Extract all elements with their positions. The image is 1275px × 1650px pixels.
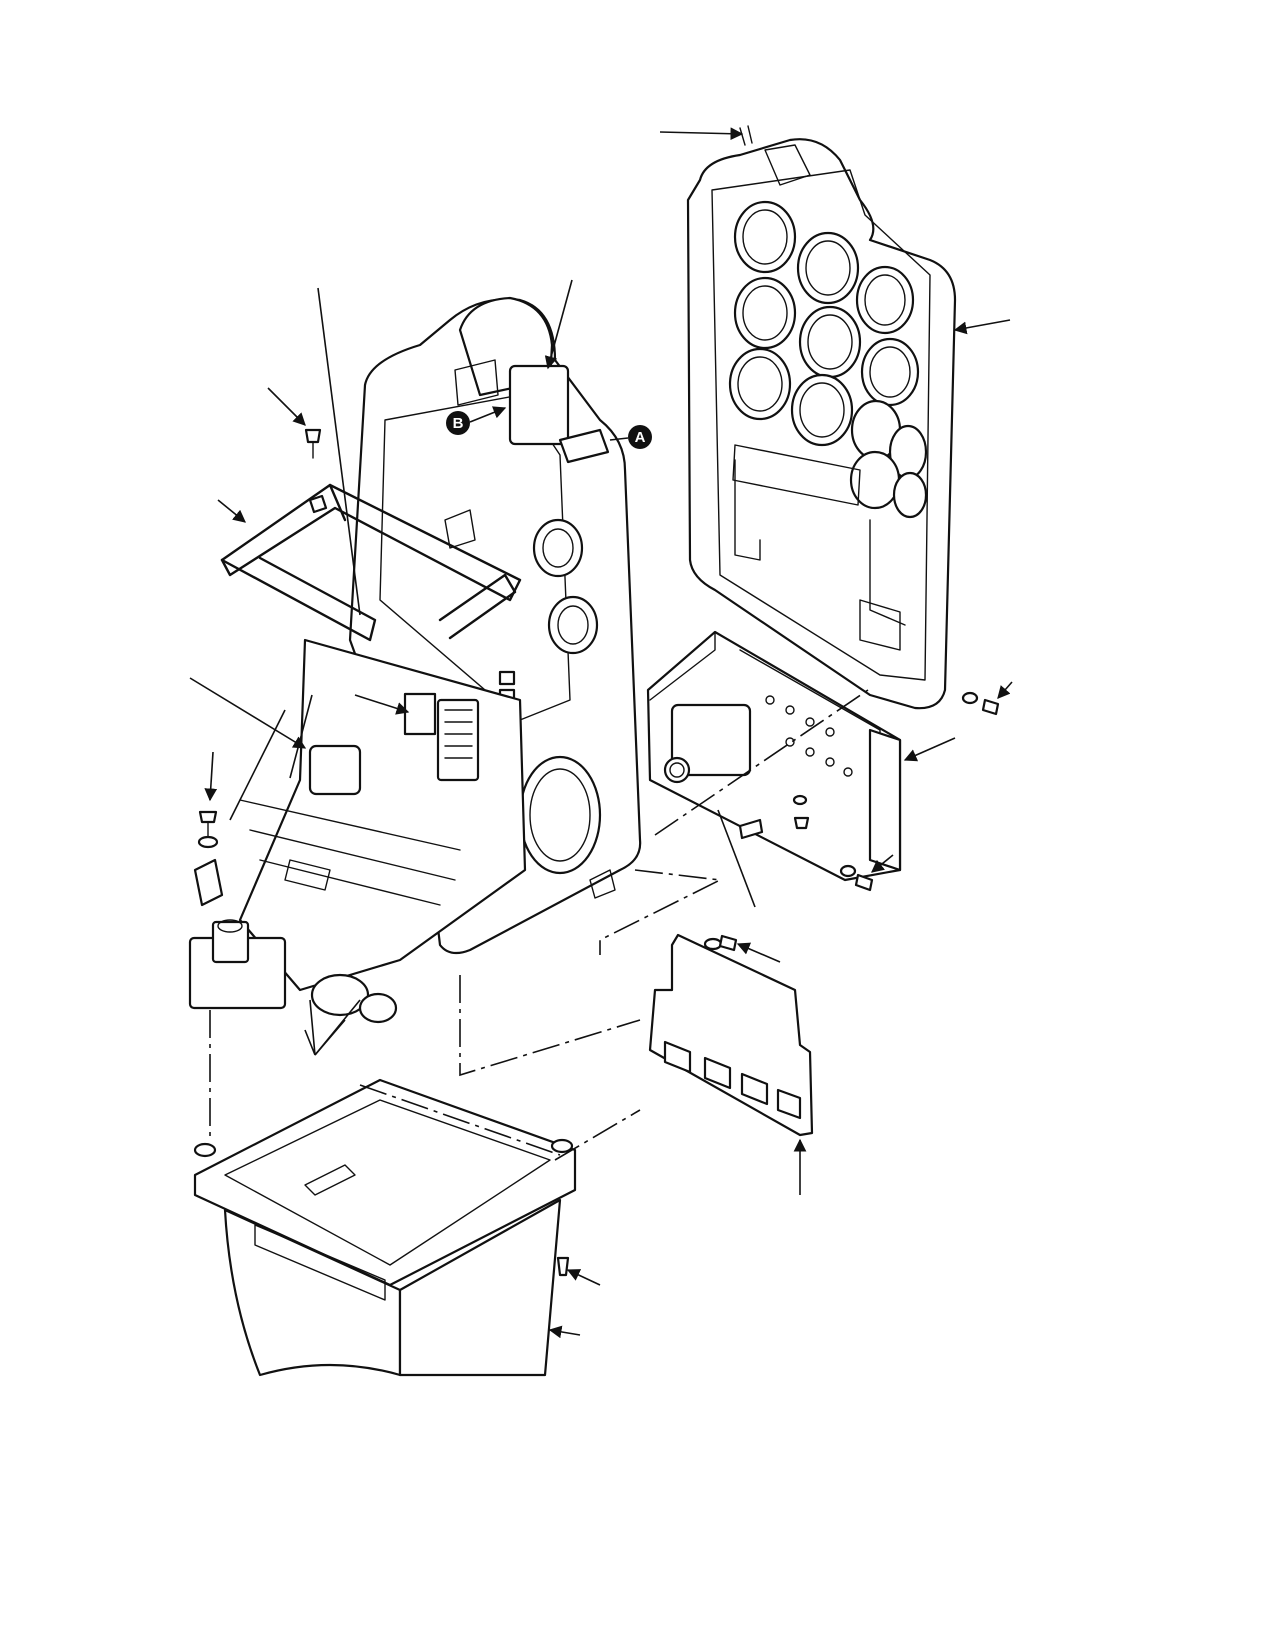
gauge-icon bbox=[733, 276, 797, 350]
screw-icon bbox=[703, 934, 738, 952]
gauge-icon bbox=[796, 231, 860, 305]
callout-a: A bbox=[609, 425, 652, 449]
gauge-icon bbox=[733, 200, 797, 274]
gauge-icon bbox=[790, 373, 854, 447]
gauge-icon bbox=[798, 305, 862, 379]
leader-line bbox=[317, 287, 361, 616]
alignment-lines bbox=[209, 689, 869, 1161]
screw-icon bbox=[792, 794, 810, 830]
screw-icon bbox=[839, 854, 894, 892]
svg-text:A: A bbox=[635, 429, 646, 446]
base-electronics bbox=[188, 638, 527, 1056]
bottom-housing bbox=[193, 1078, 601, 1377]
display-window bbox=[454, 359, 499, 406]
indicator-module-b bbox=[508, 364, 570, 446]
instrument-panel bbox=[659, 125, 1011, 710]
connector-icon bbox=[663, 756, 691, 784]
gauge-cluster bbox=[728, 200, 928, 519]
screw-icon bbox=[961, 681, 1013, 716]
callout-b: B bbox=[446, 406, 507, 435]
screw-icon bbox=[197, 751, 219, 849]
cover-plate bbox=[648, 933, 814, 1195]
handle-frame bbox=[217, 483, 522, 642]
screw-icon bbox=[267, 387, 322, 459]
svg-text:B: B bbox=[453, 415, 464, 432]
gauge-icon bbox=[728, 347, 792, 421]
nut-icon bbox=[308, 494, 328, 514]
electronics-tray bbox=[646, 630, 956, 908]
indicator-module-a bbox=[558, 428, 610, 464]
relay-module bbox=[670, 703, 752, 777]
gauge-icon bbox=[892, 471, 928, 519]
leader-line bbox=[544, 279, 573, 370]
gauge-icon bbox=[855, 265, 915, 335]
